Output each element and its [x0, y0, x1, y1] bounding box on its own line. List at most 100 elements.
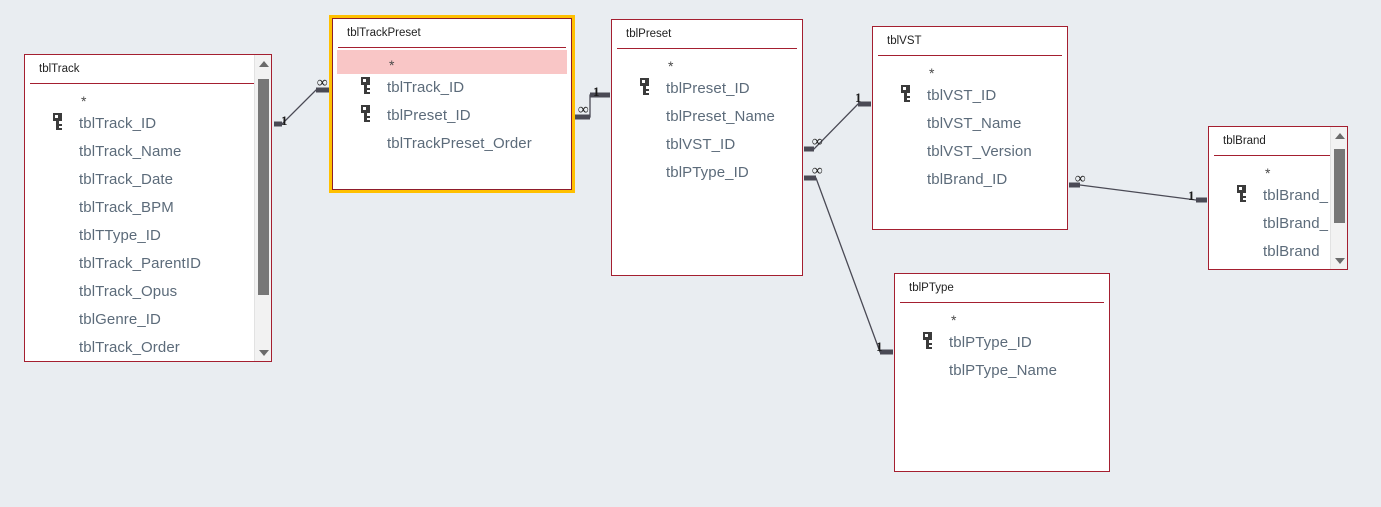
field-row-asterisk[interactable]: *: [895, 305, 1109, 329]
field-row[interactable]: tblVST_ID: [873, 82, 1067, 110]
field-name: tblTrack_Order: [79, 339, 180, 357]
cardinality-one-label: 1: [1188, 188, 1195, 203]
field-row[interactable]: tblVST_Name: [873, 110, 1067, 138]
table-title-divider: [338, 46, 566, 48]
field-row[interactable]: tblTrack_Opus: [25, 278, 271, 306]
table-title-divider: [1214, 154, 1342, 156]
field-row[interactable]: tblBrand_: [1209, 210, 1347, 238]
field-list-tblPType: * tblPType_ID tblPType_Name: [895, 303, 1109, 385]
field-row-asterisk[interactable]: *: [873, 58, 1067, 82]
table-title-tblTrackPreset: tblTrackPreset: [347, 27, 421, 39]
scrollbar-thumb[interactable]: [258, 79, 269, 295]
asterisk-icon: *: [668, 57, 674, 74]
field-row[interactable]: tblTrack_Name: [25, 138, 271, 166]
field-row[interactable]: tblBrand_ID: [873, 166, 1067, 194]
primary-key-icon: [901, 84, 927, 107]
scroll-down-arrow-icon[interactable]: [255, 344, 271, 361]
table-title-tblVST: tblVST: [887, 35, 922, 47]
table-title-divider: [617, 47, 797, 49]
table-title-divider: [900, 301, 1104, 303]
field-name: tblGenre_ID: [79, 311, 161, 329]
table-box-tblPreset[interactable]: tblPreset * tblPreset_ID tblPreset_Name tblV…: [611, 19, 803, 276]
field-row[interactable]: tblVST_Version: [873, 138, 1067, 166]
field-name: tblBrand_: [1263, 215, 1329, 233]
primary-key-icon: [923, 331, 949, 354]
field-row[interactable]: tblPreset_ID: [612, 75, 802, 103]
field-row[interactable]: tblVST_ID: [612, 131, 802, 159]
asterisk-icon: *: [1265, 164, 1271, 181]
field-row[interactable]: tblTrack_ParentID: [25, 250, 271, 278]
field-name: tblTrack_Opus: [79, 283, 178, 301]
field-name: tblTrack_BPM: [79, 199, 174, 217]
cardinality-many-label: ∞: [1075, 171, 1086, 187]
field-row[interactable]: tblBrand: [1209, 238, 1347, 266]
table-title-tblPType: tblPType: [909, 282, 954, 294]
asterisk-icon: *: [81, 92, 87, 109]
cardinality-one-label: 1: [876, 339, 883, 354]
field-row[interactable]: tblPType_ID: [612, 159, 802, 187]
table-box-tblBrand[interactable]: tblBrand * tblBrand_ tblBrand_ tblBrand: [1208, 126, 1348, 270]
field-name: tblPType_Name: [949, 362, 1058, 380]
field-name: tblBrand_: [1263, 187, 1329, 205]
field-row[interactable]: tblTrackPreset_Order: [333, 130, 571, 158]
field-row-asterisk[interactable]: *: [1209, 158, 1347, 182]
scroll-up-arrow-icon[interactable]: [1331, 127, 1347, 144]
field-name: tblPreset_ID: [666, 80, 750, 98]
cardinality-many-label: ∞: [812, 134, 823, 150]
field-row[interactable]: tblTrack_BPM: [25, 194, 271, 222]
primary-key-icon: [640, 77, 666, 100]
cardinality-one-label: 1: [281, 113, 288, 128]
vertical-scrollbar[interactable]: [254, 55, 271, 361]
scroll-down-arrow-icon[interactable]: [1331, 252, 1347, 269]
asterisk-icon: *: [951, 311, 957, 328]
table-title-tblBrand: tblBrand: [1223, 135, 1266, 147]
field-name: tblVST_Version: [927, 143, 1032, 161]
field-name: tblPreset_Name: [666, 108, 775, 126]
table-title-tblTrack: tblTrack: [39, 63, 80, 75]
field-row[interactable]: tblTType_ID: [25, 222, 271, 250]
field-list-tblPreset: * tblPreset_ID tblPreset_Name tblVST_ID tblP…: [612, 49, 802, 187]
field-row[interactable]: tblGenre_ID: [25, 306, 271, 334]
field-row[interactable]: tblPType_Name: [895, 357, 1109, 385]
field-row-asterisk[interactable]: *: [25, 86, 271, 110]
field-name: tblTrack_ParentID: [79, 255, 202, 273]
field-name: tblTrackPreset_Order: [387, 135, 532, 153]
primary-key-icon: [53, 112, 79, 135]
field-name: tblPreset_ID: [387, 107, 471, 125]
table-title-divider: [878, 54, 1062, 56]
field-name: tblTrack_ID: [387, 79, 465, 97]
field-name: tblTrack_ID: [79, 115, 157, 133]
field-name: tblPType_ID: [949, 334, 1032, 352]
table-title-tblPreset: tblPreset: [626, 28, 672, 40]
field-row[interactable]: tblPreset_ID: [333, 102, 571, 130]
asterisk-icon: *: [929, 64, 935, 81]
field-row-asterisk[interactable]: *: [337, 49, 567, 74]
scroll-up-arrow-icon[interactable]: [255, 55, 271, 72]
field-row[interactable]: tblTrack_Order: [25, 334, 271, 361]
field-row[interactable]: tblPType_ID: [895, 329, 1109, 357]
field-name: tblTType_ID: [79, 227, 161, 245]
field-row[interactable]: tblPreset_Name: [612, 103, 802, 131]
field-row[interactable]: tblTrack_ID: [333, 74, 571, 102]
vertical-scrollbar[interactable]: [1330, 127, 1347, 269]
cardinality-many-label: ∞: [317, 75, 328, 91]
table-box-tblPType[interactable]: tblPType * tblPType_ID tblPType_Name: [894, 273, 1110, 472]
table-title-divider: [30, 82, 266, 84]
field-name: tblPType_ID: [666, 164, 749, 182]
field-name: tblBrand_ID: [927, 171, 1008, 189]
cardinality-one-label: 1: [593, 84, 600, 99]
field-row[interactable]: tblTrack_Date: [25, 166, 271, 194]
field-row-asterisk[interactable]: *: [612, 51, 802, 75]
scrollbar-thumb[interactable]: [1334, 149, 1345, 223]
cardinality-many-label: ∞: [578, 102, 589, 118]
field-row[interactable]: tblTrack_ID: [25, 110, 271, 138]
relationship-line-rel-vst-brand[interactable]: [1069, 184, 1207, 201]
field-row[interactable]: tblBrand_: [1209, 182, 1347, 210]
field-list-tblBrand: * tblBrand_ tblBrand_ tblBrand: [1209, 156, 1347, 266]
cardinality-many-label: ∞: [812, 163, 823, 179]
